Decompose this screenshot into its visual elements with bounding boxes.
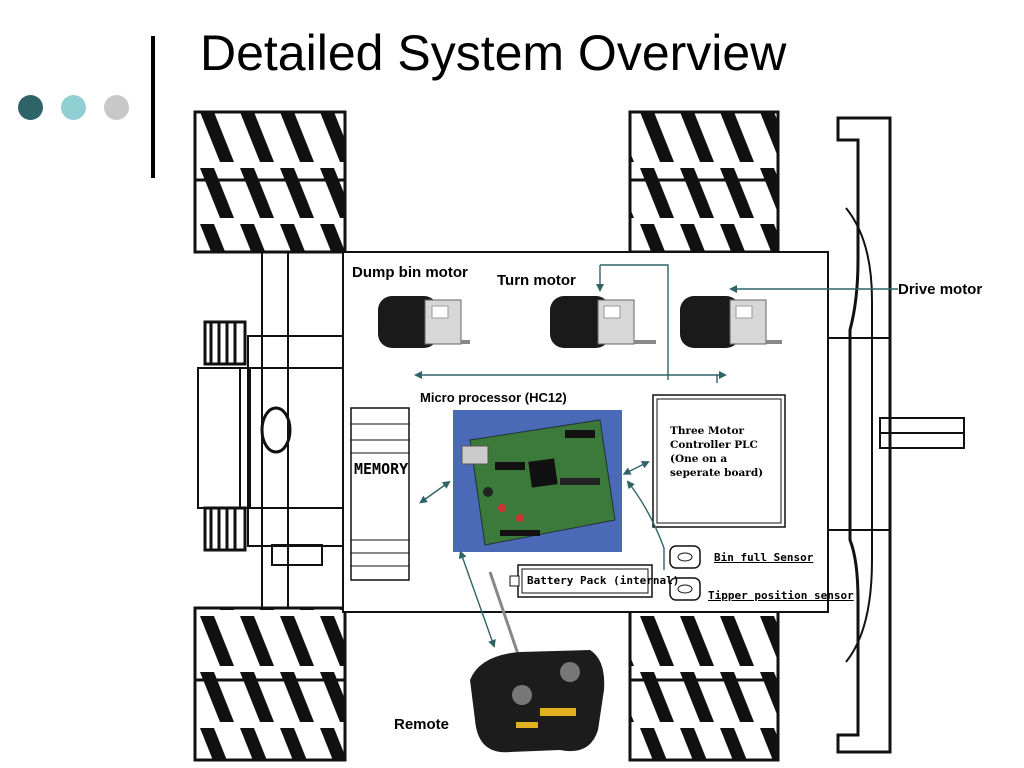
accent-dot-3 (104, 95, 129, 120)
slide-title: Detailed System Overview (200, 25, 787, 81)
turn-motor-label: Turn motor (497, 272, 576, 289)
plc-box (652, 394, 786, 528)
remote-label: Remote (394, 716, 450, 733)
drive-motor-image (680, 296, 782, 348)
wheel-bottom-left (193, 606, 347, 762)
turn-motor-image (550, 296, 656, 348)
wheel-top-left (193, 110, 347, 254)
dump-bin-outline (836, 116, 892, 754)
battery-pack-label: Battery Pack (internal) (527, 574, 680, 587)
battery-pack-box (509, 564, 653, 598)
bin-full-sensor-label: Bin full Sensor (714, 551, 814, 564)
spring-bottom (203, 506, 247, 552)
sensor-arrow (626, 480, 665, 570)
connection-arrows (414, 264, 898, 648)
memory-block (350, 407, 410, 581)
micro-processor-label: Micro processor (HC12) (420, 390, 567, 405)
tipper-position-sensor-label: Tipper position sensor (708, 589, 854, 602)
accent-dot-2 (61, 95, 86, 120)
wheel-bottom-right (628, 606, 780, 762)
dump-bin-motor-label: Dump bin motor (352, 264, 468, 281)
plc-label: Three Motor Controller PLC (One on a sep… (670, 425, 764, 479)
turn-motor-line (600, 264, 669, 380)
remote-arrow (458, 550, 496, 648)
sensor-icons (669, 545, 701, 601)
drive-motor-label: Drive motor (898, 281, 983, 298)
memory-arrow (419, 480, 451, 504)
accent-dot-1 (18, 95, 43, 120)
memory-label: MEMORY (354, 460, 409, 478)
plc-arrow (622, 461, 650, 475)
robot-chassis-drawing (193, 110, 965, 762)
microprocessor-board-image (453, 410, 622, 552)
spring-top (203, 320, 247, 366)
title-divider (151, 36, 155, 178)
wheel-top-right (628, 110, 780, 254)
dump-bin-motor-image (378, 296, 470, 348)
